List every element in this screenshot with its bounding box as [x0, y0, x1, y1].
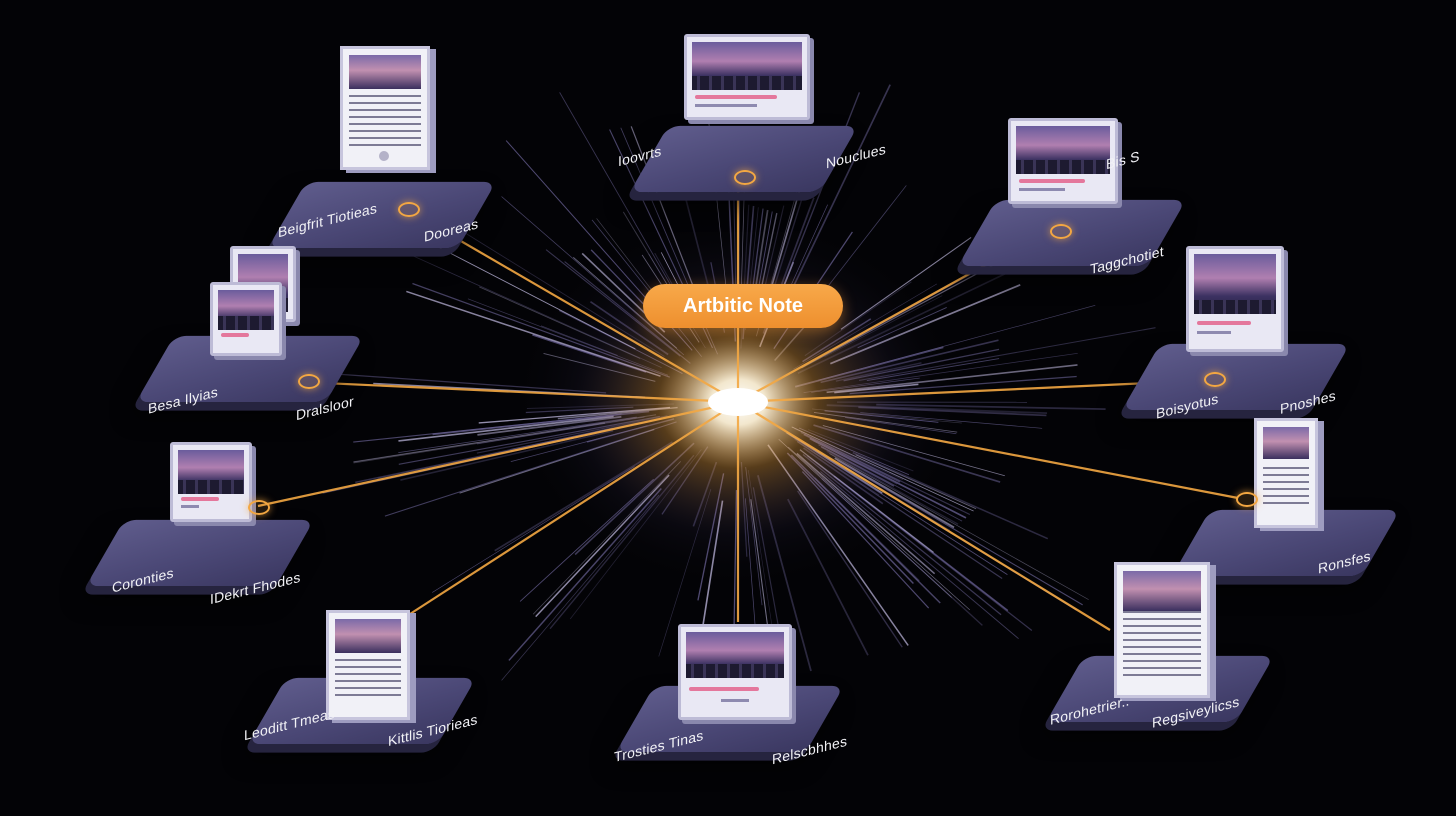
connector-ring — [1236, 492, 1258, 507]
monitor-icon — [1186, 246, 1284, 352]
connector-ring — [734, 170, 756, 185]
document-icon — [340, 46, 430, 170]
document-icon — [1254, 418, 1318, 528]
center-hub — [708, 388, 768, 416]
document-icon — [326, 610, 410, 720]
center-title-text: Artbitic Note — [683, 294, 803, 317]
connector-ring — [398, 202, 420, 217]
connector-ring — [248, 500, 270, 515]
connector-ring — [1204, 372, 1226, 387]
monitor-icon — [210, 282, 282, 356]
connector-line — [301, 380, 739, 404]
connector-line — [737, 400, 1239, 500]
monitor-icon — [678, 624, 792, 720]
connector-ring — [1050, 224, 1072, 239]
monitor-icon — [1008, 118, 1118, 204]
connector-ring — [298, 374, 320, 389]
connector-line — [257, 400, 739, 508]
connector-line — [737, 378, 1215, 404]
monitor-icon — [684, 34, 810, 120]
center-title-pill[interactable]: Artbitic Note — [643, 284, 843, 328]
node-platform — [267, 181, 497, 249]
monitor-icon — [170, 442, 252, 522]
connector-line — [737, 401, 1111, 631]
document-icon — [1114, 562, 1210, 698]
connector-line — [409, 401, 739, 615]
